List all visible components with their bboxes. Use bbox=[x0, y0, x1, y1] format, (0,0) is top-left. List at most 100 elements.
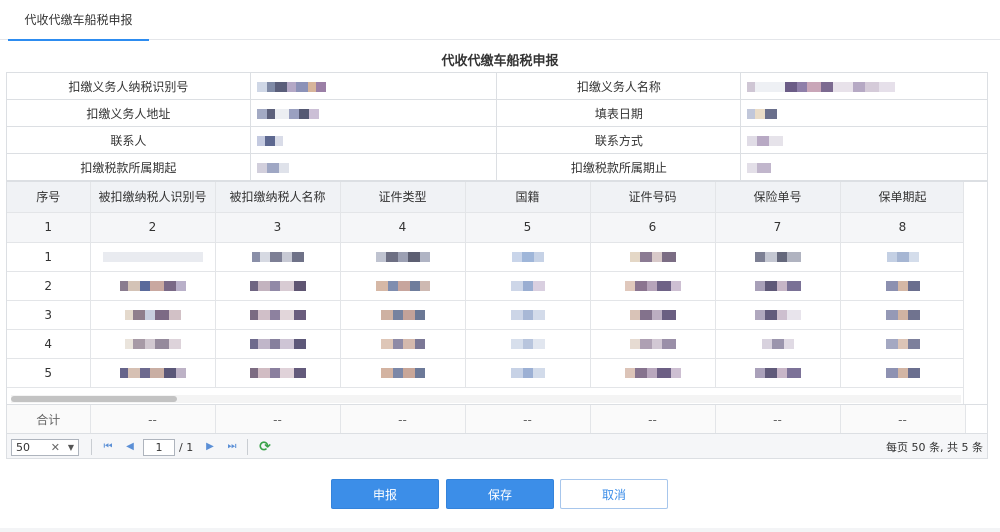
redacted-cell bbox=[340, 242, 466, 272]
cancel-button[interactable]: 取消 bbox=[560, 479, 668, 509]
fill-date-value bbox=[740, 99, 988, 127]
total-label: 合计 bbox=[7, 405, 91, 436]
redacted-cell bbox=[840, 300, 966, 330]
redacted-cell bbox=[215, 329, 341, 359]
redacted-cell bbox=[90, 271, 216, 301]
table-row[interactable]: 4 bbox=[7, 329, 966, 359]
withholder-name-value bbox=[740, 72, 988, 100]
page-size-select[interactable]: 50 ✕ ▼ bbox=[11, 439, 79, 456]
withholder-tax-id-label: 扣缴义务人纳税识别号 bbox=[6, 72, 251, 100]
column-header-nationality[interactable]: 国籍 bbox=[465, 182, 591, 213]
submit-button[interactable]: 申报 bbox=[331, 479, 439, 509]
withholder-name-label: 扣缴义务人名称 bbox=[496, 72, 742, 100]
redacted-cell bbox=[715, 358, 841, 388]
last-page-icon[interactable]: ⏭ bbox=[227, 441, 237, 452]
clear-icon[interactable]: ✕ bbox=[50, 441, 60, 454]
tax-period-end-label: 扣缴税款所属期止 bbox=[496, 153, 742, 181]
table-row[interactable]: 5 bbox=[7, 358, 966, 388]
grid-table: 序号 被扣缴纳税人识别号 被扣缴纳税人名称 证件类型 国籍 证件号码 保险单号 … bbox=[7, 182, 966, 388]
next-page-icon[interactable]: ▶ bbox=[206, 441, 214, 452]
total-cell: -- bbox=[340, 405, 466, 436]
total-pages: / 1 bbox=[179, 441, 194, 454]
redacted-cell bbox=[90, 300, 216, 330]
redacted-cell bbox=[465, 242, 591, 272]
row-seq: 2 bbox=[7, 271, 91, 301]
column-number: 5 bbox=[465, 212, 591, 243]
total-cell: -- bbox=[590, 405, 716, 436]
page-size-value: 50 bbox=[16, 441, 30, 454]
column-number: 8 bbox=[840, 212, 966, 243]
redacted-cell bbox=[715, 242, 841, 272]
table-row[interactable]: 2 bbox=[7, 271, 966, 301]
redacted-cell bbox=[840, 271, 966, 301]
column-header-id-type[interactable]: 证件类型 bbox=[340, 182, 466, 213]
total-cell: -- bbox=[715, 405, 841, 436]
pager-divider bbox=[247, 439, 248, 455]
redacted-cell bbox=[215, 358, 341, 388]
redacted-cell bbox=[340, 358, 466, 388]
table-row[interactable]: 3 bbox=[7, 300, 966, 330]
column-header-taxpayer-name[interactable]: 被扣缴纳税人名称 bbox=[215, 182, 341, 213]
redacted-cell bbox=[465, 329, 591, 359]
redacted-cell bbox=[590, 358, 716, 388]
redacted-cell bbox=[590, 329, 716, 359]
refresh-icon[interactable]: ⟳ bbox=[259, 439, 271, 455]
redacted-cell bbox=[840, 329, 966, 359]
redacted-cell bbox=[340, 329, 466, 359]
redacted-cell bbox=[715, 329, 841, 359]
column-number: 2 bbox=[90, 212, 216, 243]
redacted-cell bbox=[590, 300, 716, 330]
row-seq: 3 bbox=[7, 300, 91, 330]
total-table: 合计 -- -- -- -- -- -- -- bbox=[7, 405, 966, 436]
total-cell: -- bbox=[90, 405, 216, 436]
contact-person-value bbox=[249, 126, 498, 154]
total-cell: -- bbox=[840, 405, 966, 436]
grid-vertical-gutter bbox=[963, 182, 987, 404]
column-header-seq[interactable]: 序号 bbox=[7, 182, 91, 213]
column-header-taxpayer-id[interactable]: 被扣缴纳税人识别号 bbox=[90, 182, 216, 213]
total-row: 合计 -- -- -- -- -- -- -- bbox=[7, 404, 987, 436]
column-number: 7 bbox=[715, 212, 841, 243]
redacted-cell bbox=[90, 329, 216, 359]
total-cell: -- bbox=[465, 405, 591, 436]
column-number: 6 bbox=[590, 212, 716, 243]
redacted-cell bbox=[715, 300, 841, 330]
tax-period-end-value bbox=[740, 153, 988, 181]
grid-body: 1 2 bbox=[7, 242, 966, 388]
page-number-input[interactable]: 1 bbox=[143, 439, 175, 456]
withholder-address-label: 扣缴义务人地址 bbox=[6, 99, 251, 127]
tax-period-start-value bbox=[249, 153, 498, 181]
column-number: 3 bbox=[215, 212, 341, 243]
taxpayer-grid: 序号 被扣缴纳税人识别号 被扣缴纳税人名称 证件类型 国籍 证件号码 保险单号 … bbox=[6, 181, 988, 459]
pager-summary: 每页 50 条, 共 5 条 bbox=[886, 441, 983, 454]
table-row[interactable]: 1 bbox=[7, 242, 966, 272]
save-button[interactable]: 保存 bbox=[446, 479, 554, 509]
redacted-cell bbox=[465, 271, 591, 301]
redacted-cell bbox=[465, 300, 591, 330]
redacted-cell bbox=[840, 358, 966, 388]
row-seq: 1 bbox=[7, 242, 91, 272]
column-header-policy-number[interactable]: 保险单号 bbox=[715, 182, 841, 213]
contact-person-label: 联系人 bbox=[6, 126, 251, 154]
row-seq: 4 bbox=[7, 329, 91, 359]
redacted-cell bbox=[340, 271, 466, 301]
scrollbar-thumb[interactable] bbox=[11, 396, 177, 402]
tab-bar: 代收代缴车船税申报 bbox=[0, 0, 1000, 41]
horizontal-scrollbar[interactable] bbox=[11, 395, 961, 403]
first-page-icon[interactable]: ⏮ bbox=[103, 441, 113, 452]
withholder-tax-id-value bbox=[249, 72, 498, 100]
redacted-cell bbox=[590, 242, 716, 272]
tab-vessel-tax-declaration[interactable]: 代收代缴车船税申报 bbox=[8, 0, 149, 41]
total-cell: -- bbox=[215, 405, 341, 436]
contact-method-value bbox=[740, 126, 988, 154]
redacted-cell bbox=[215, 271, 341, 301]
redacted-cell bbox=[90, 358, 216, 388]
redacted-cell bbox=[465, 358, 591, 388]
column-number: 4 bbox=[340, 212, 466, 243]
column-header-id-number[interactable]: 证件号码 bbox=[590, 182, 716, 213]
column-header-policy-start[interactable]: 保单期起 bbox=[840, 182, 966, 213]
dropdown-icon[interactable]: ▼ bbox=[67, 443, 74, 452]
tax-period-start-label: 扣缴税款所属期起 bbox=[6, 153, 251, 181]
form-title: 代收代缴车船税申报 bbox=[441, 54, 559, 69]
prev-page-icon[interactable]: ◀ bbox=[126, 441, 134, 452]
